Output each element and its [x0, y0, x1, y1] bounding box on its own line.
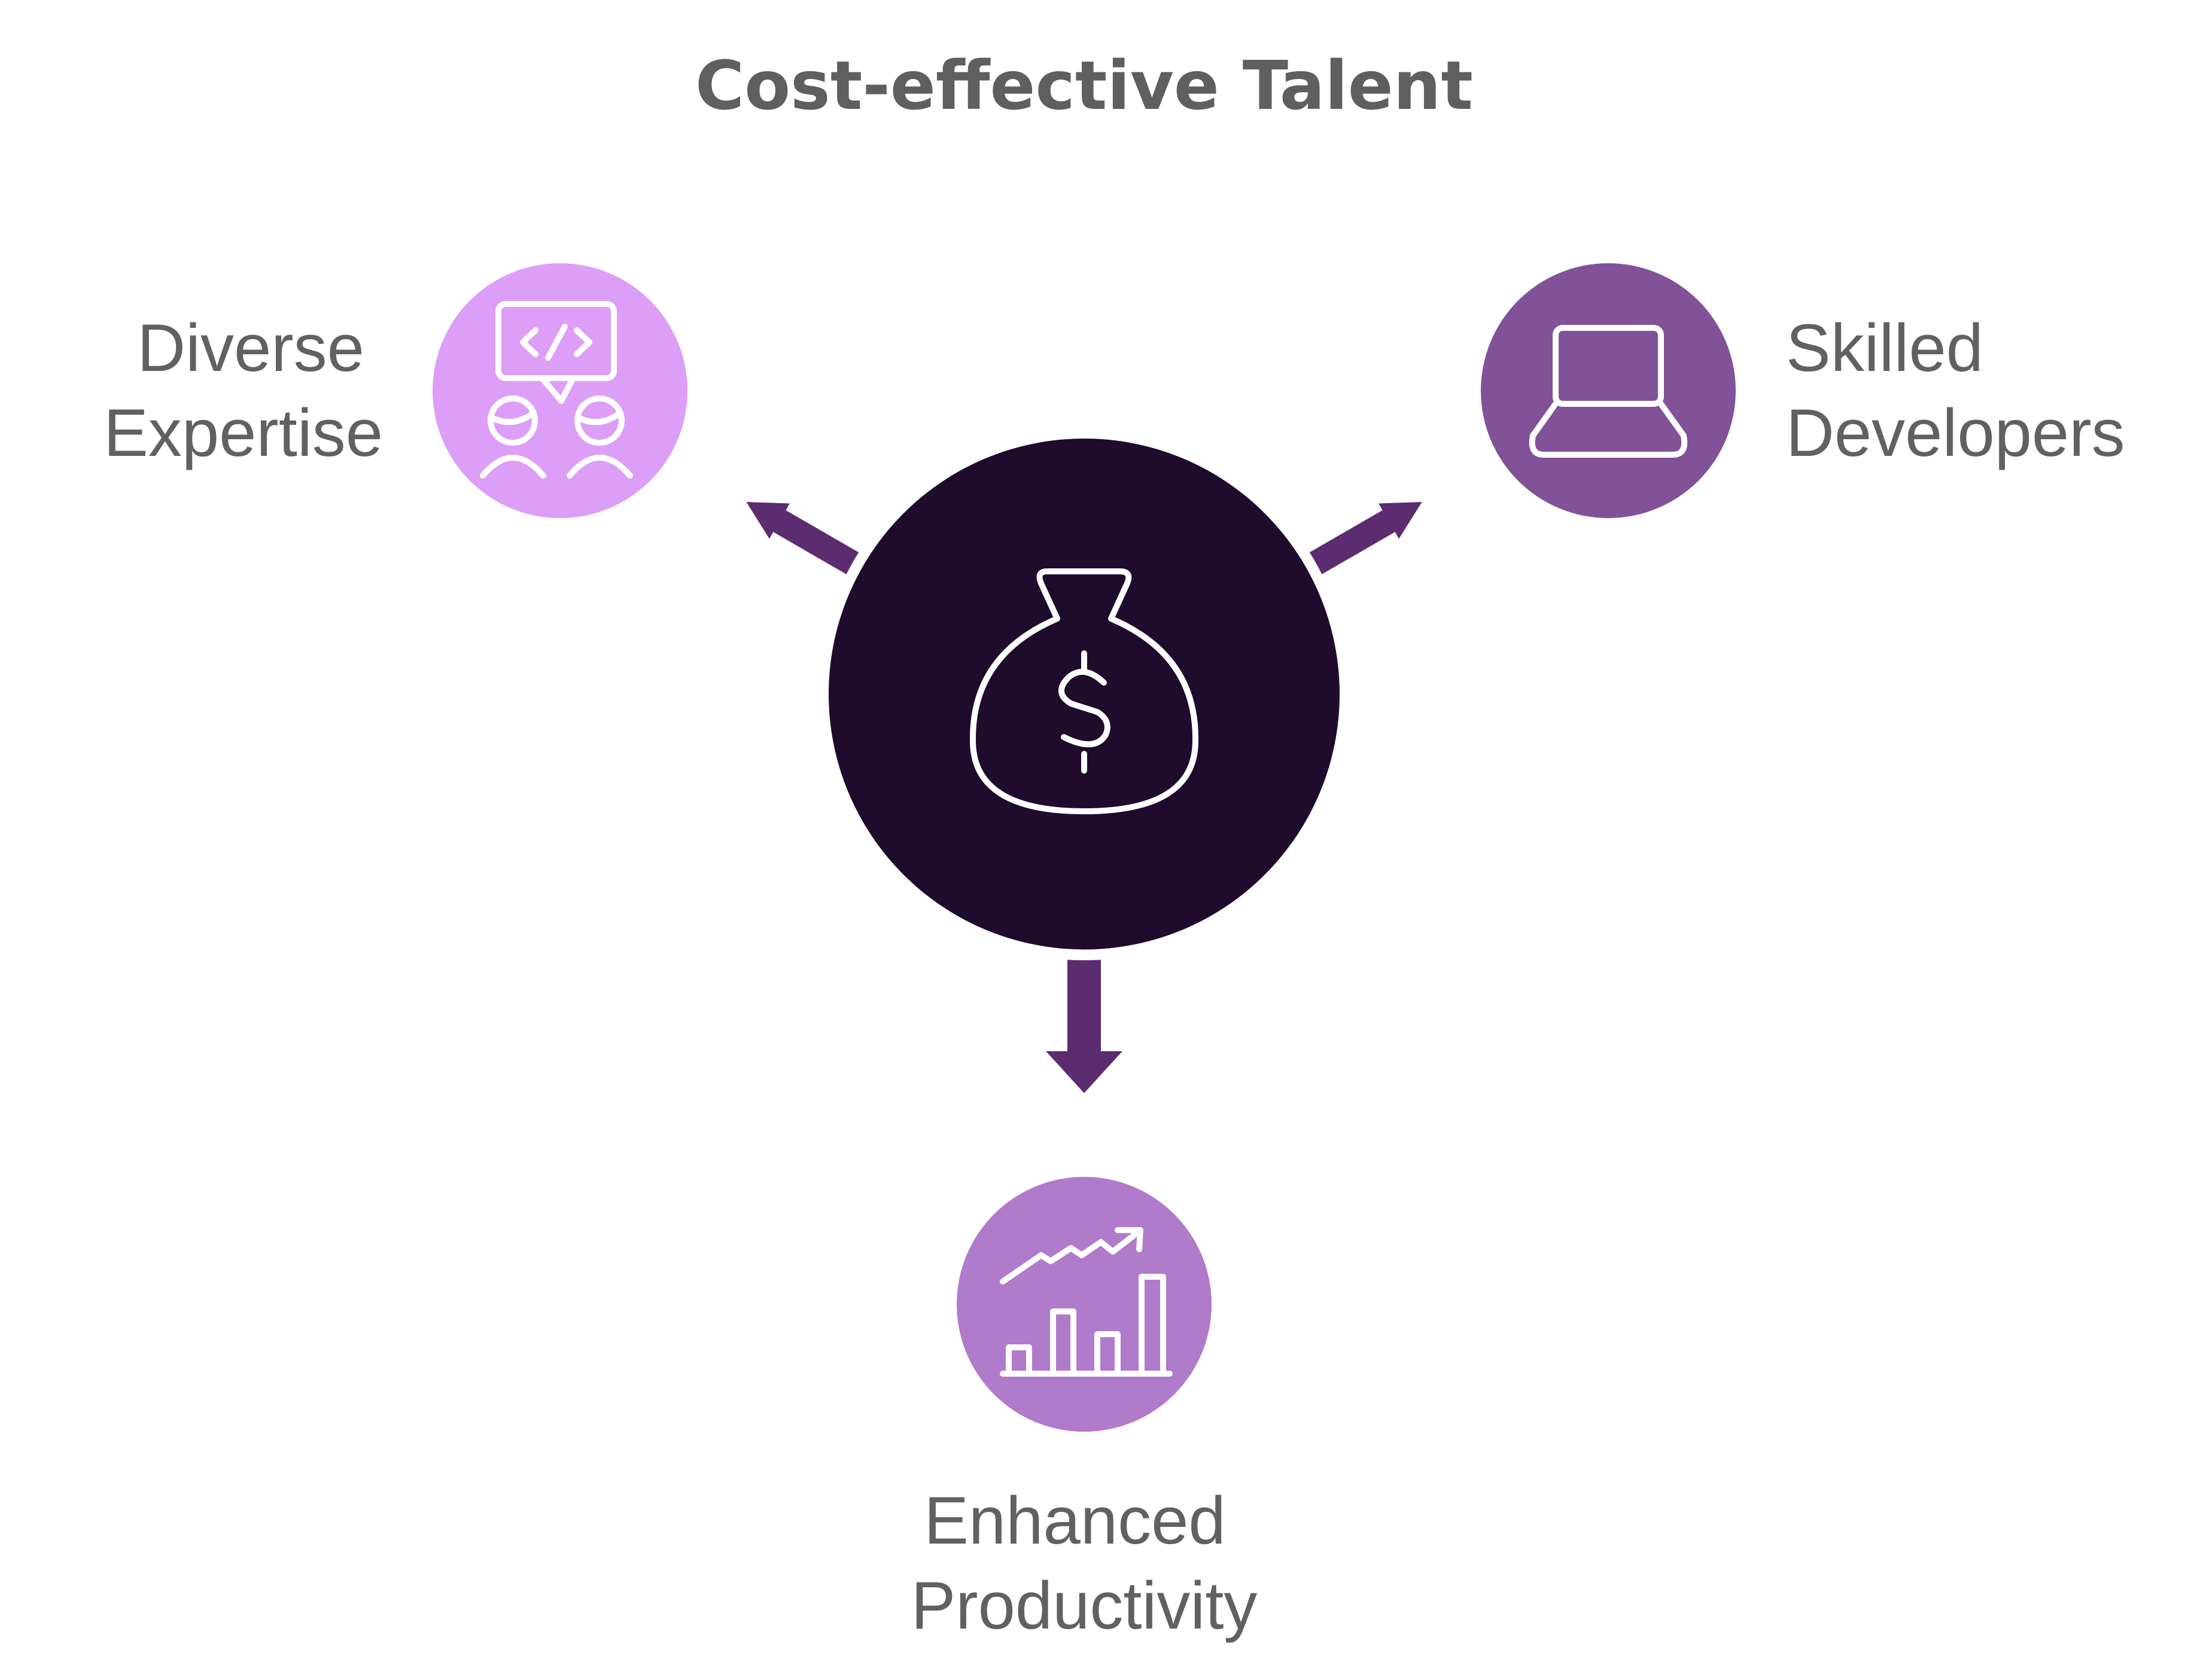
laptop-icon: [1529, 325, 1688, 458]
skilled-developers-label-line-1: Skilled: [1786, 311, 1983, 385]
center-node: [818, 428, 1350, 960]
node-skilled-developers: Skilled Developers: [1481, 263, 2125, 518]
enhanced-productivity-label: Enhanced Productivity: [911, 1483, 1258, 1643]
diverse-expertise-label-line-1: Diverse: [137, 311, 364, 385]
arrow-to-enhanced-productivity: [1046, 954, 1122, 1093]
diagram-title: Cost-effective Talent: [695, 47, 1473, 125]
enhanced-productivity-label-line-1: Enhanced: [924, 1483, 1225, 1558]
enhanced-productivity-label-line-2: Productivity: [911, 1568, 1258, 1643]
diverse-expertise-label-line-2: Expertise: [104, 395, 383, 470]
skilled-developers-circle: [1481, 263, 1736, 518]
enhanced-productivity-circle: [957, 1177, 1212, 1432]
code-collaboration-icon: [480, 301, 633, 479]
node-diverse-expertise: Diverse Expertise: [104, 263, 687, 518]
arrow-to-skilled-developers: [1306, 502, 1422, 577]
arrow-to-diverse-expertise: [746, 502, 863, 577]
skilled-developers-label-line-2: Developers: [1786, 395, 2125, 470]
money-bag-icon: [969, 568, 1199, 814]
growth-chart-icon: [1000, 1227, 1173, 1377]
diverse-expertise-label: Diverse Expertise: [104, 311, 383, 470]
arrows: [746, 502, 1422, 1093]
skilled-developers-label: Skilled Developers: [1786, 311, 2125, 470]
node-enhanced-productivity: Enhanced Productivity: [911, 1177, 1258, 1643]
center-circle-fill: [829, 439, 1340, 949]
